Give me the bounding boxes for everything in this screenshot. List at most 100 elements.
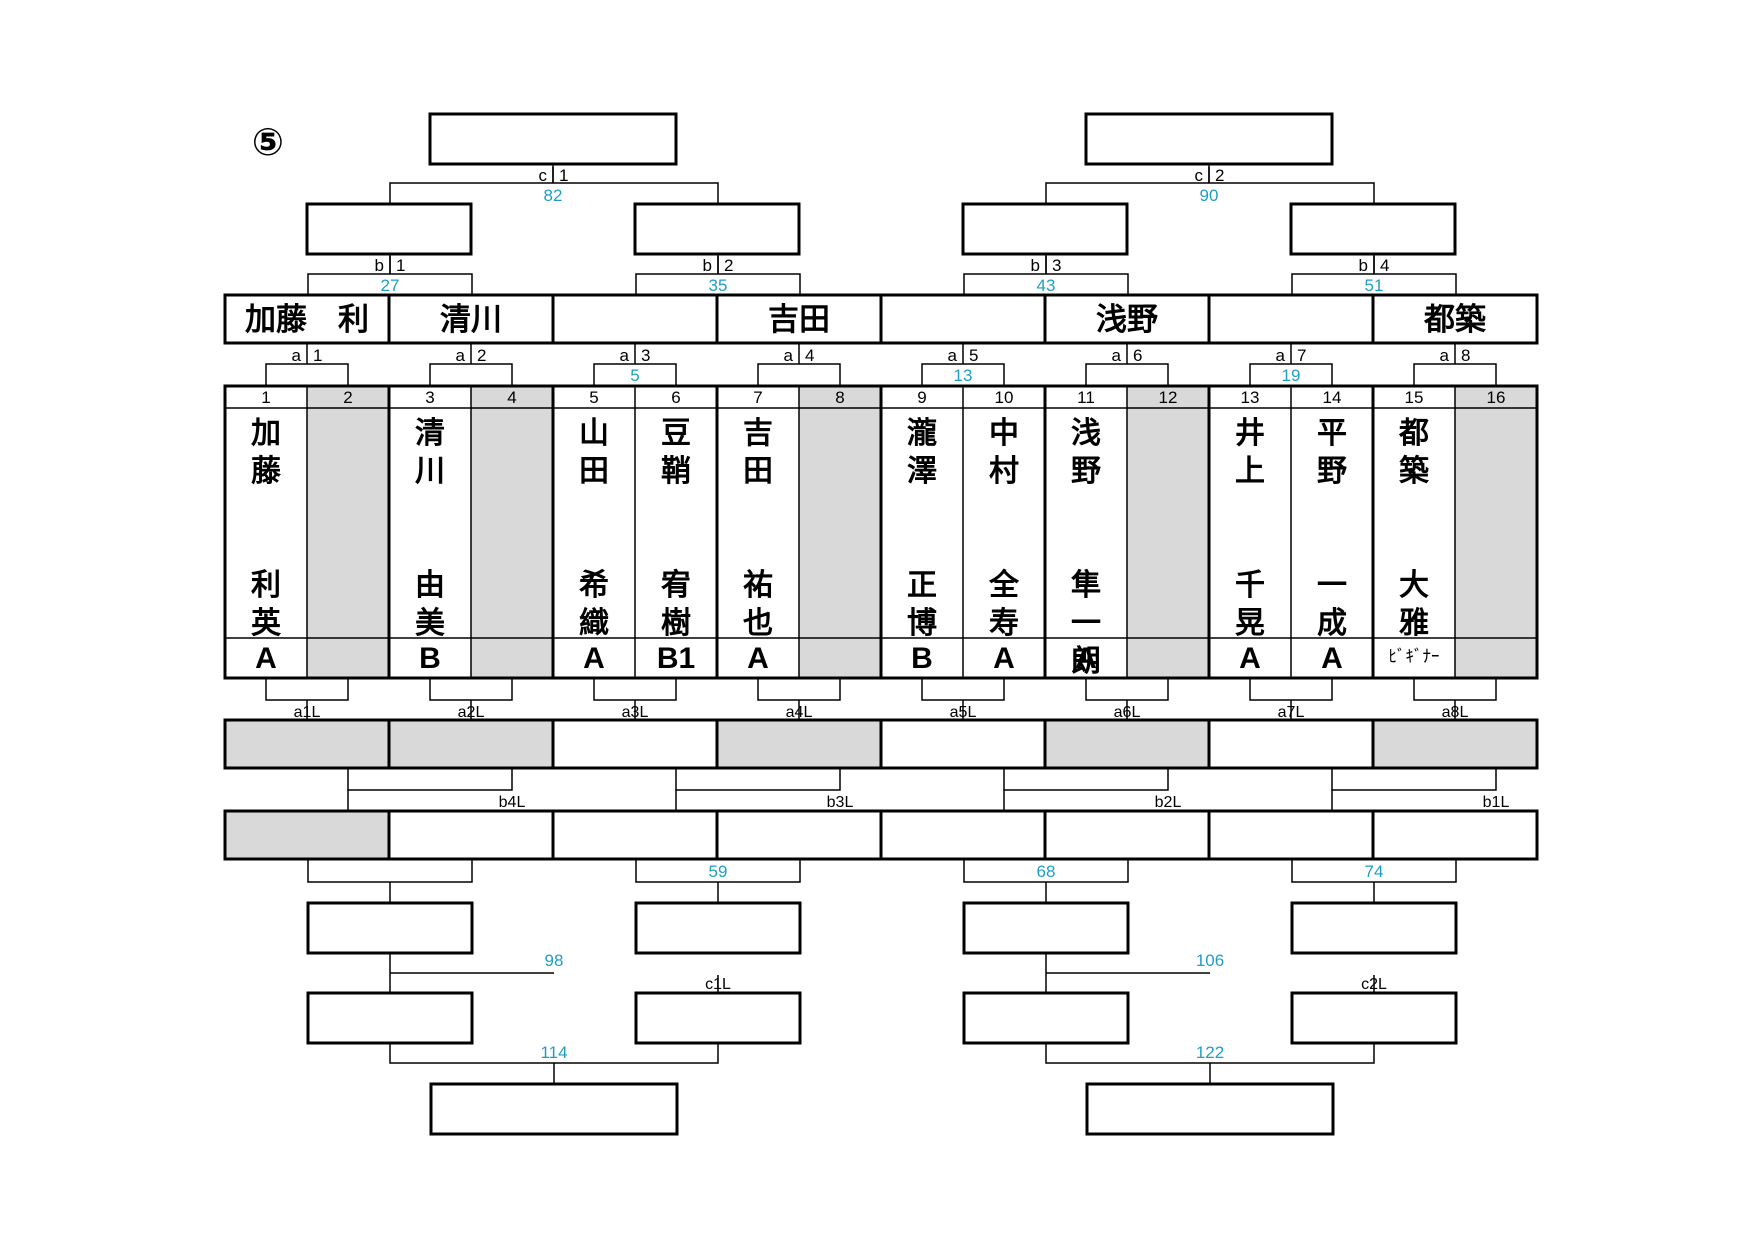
loser-row2-cell — [551, 809, 719, 861]
player-name-char: 一 — [1317, 568, 1347, 603]
round-a-label: a — [1440, 346, 1450, 365]
loser-row2-cell — [387, 809, 555, 861]
loser-row1-cell — [387, 718, 555, 770]
svg-text:2: 2 — [724, 256, 733, 275]
loser-final-box — [429, 1082, 679, 1136]
round-a-label: 4 — [805, 346, 814, 365]
loser-bracket-line — [307, 859, 473, 903]
player-name-char: 也 — [743, 606, 773, 641]
team-name: 都築 — [1423, 302, 1487, 338]
svg-text:51: 51 — [1365, 276, 1384, 295]
player-name-char: 上 — [1235, 454, 1265, 489]
loser-bracket-line — [635, 859, 801, 903]
player-name-char: 平 — [1317, 416, 1347, 451]
player-name-char: 樹 — [661, 606, 691, 641]
player-name-char: 晃 — [1235, 606, 1265, 641]
loser-bracket-line — [1331, 768, 1497, 791]
bye-cell — [471, 386, 553, 678]
loser-bracket-line — [921, 678, 1005, 720]
bracket-a-line — [1413, 343, 1497, 386]
team-name: 加藤 利 — [245, 302, 369, 338]
seed-number: 9 — [917, 388, 926, 407]
seed-number: 3 — [425, 388, 434, 407]
loser-bracket-line — [593, 678, 677, 720]
player-name-char: 正 — [907, 568, 937, 603]
loser-r4-box — [1290, 991, 1458, 1045]
seed-number: 7 — [753, 388, 762, 407]
loser-b-label: b3L — [827, 794, 854, 811]
player-grade: ﾋﾞｷﾞﾅｰ — [1389, 647, 1440, 667]
loser-a-label: a4L — [786, 704, 813, 721]
seed-number: 11 — [1077, 388, 1095, 407]
loser-bracket-line — [757, 678, 841, 720]
svg-text:b: b — [1031, 256, 1040, 275]
round-a-label: 6 — [1133, 346, 1142, 365]
loser-a-label: a7L — [1278, 704, 1305, 721]
player-name-char: 鞘 — [661, 454, 691, 489]
team-name: 吉田 — [768, 302, 830, 338]
seed-number: 8 — [835, 388, 844, 407]
player-name-char: 加 — [251, 416, 281, 451]
loser-b-label: b1L — [1483, 794, 1510, 811]
player-name-char: 藤 — [251, 454, 282, 489]
seed-number: 12 — [1159, 388, 1178, 407]
seed-number: 5 — [589, 388, 598, 407]
seed-number: 2 — [343, 388, 352, 407]
player-name-char: 成 — [1317, 606, 1347, 641]
round-a-label: 1 — [313, 346, 322, 365]
loser-row1-cell — [551, 718, 719, 770]
round-a-number: 5 — [630, 366, 639, 385]
seed-number: 10 — [995, 388, 1014, 407]
loser-a-label: a5L — [950, 704, 977, 721]
player-grade: B — [911, 642, 933, 675]
svg-text:4: 4 — [1380, 256, 1389, 275]
svg-text:1: 1 — [559, 166, 568, 185]
loser-row2-cell — [879, 809, 1047, 861]
round-a-number: 19 — [1282, 366, 1301, 385]
player-name-char: 織 — [579, 606, 609, 641]
seed-number: 14 — [1323, 388, 1342, 407]
loser-c-label: c2L — [1361, 976, 1387, 993]
player-name-char: 宥 — [660, 568, 691, 603]
semi-boxes — [305, 202, 1457, 256]
round-a-label: a — [292, 346, 302, 365]
player-name-char: 井 — [1235, 416, 1265, 451]
loser-r3-box — [962, 901, 1130, 955]
player-name-char: 美 — [415, 606, 445, 641]
loser-r4-box — [962, 991, 1130, 1045]
seed-number: 1 — [261, 388, 270, 407]
loser-r3-box — [634, 901, 802, 955]
team-name: 浅野 — [1096, 302, 1158, 338]
bracket-b-lines — [307, 254, 1457, 295]
loser-bracket-line — [1085, 678, 1169, 720]
player-name-char: 野 — [1317, 454, 1347, 489]
player-name-char: 都 — [1398, 416, 1429, 451]
team-name: 清川 — [440, 302, 502, 338]
round-c-labels: c 1 c 2 — [539, 166, 1225, 185]
player-name-char: 隼 — [1071, 568, 1101, 603]
bracket-a-line — [921, 343, 1005, 386]
player-name-char: 吉 — [743, 416, 773, 451]
loser-row2-cell — [1207, 809, 1375, 861]
round-a-label: a — [948, 346, 958, 365]
block-marker: ⑤ — [252, 120, 284, 164]
player-name-char: 全 — [988, 568, 1020, 603]
loser-bracket-line — [1291, 859, 1457, 903]
loser-bracket-line — [347, 768, 513, 791]
svg-text:82: 82 — [544, 186, 563, 205]
loser-r3-box — [306, 901, 474, 955]
loser-bracket-line — [265, 678, 349, 720]
loser-number: 114 — [540, 1043, 567, 1062]
team-cell — [1043, 293, 1211, 345]
round-a-label: a — [1276, 346, 1286, 365]
svg-text:2: 2 — [1215, 166, 1224, 185]
round-a-label: a — [620, 346, 630, 365]
team-cell — [387, 293, 555, 345]
bracket-a-line — [593, 343, 677, 386]
svg-text:43: 43 — [1037, 276, 1056, 295]
player-grade: A — [255, 642, 277, 675]
round-a-label: 7 — [1297, 346, 1306, 365]
svg-text:c: c — [539, 166, 548, 185]
loser-r3-box — [1290, 901, 1458, 955]
